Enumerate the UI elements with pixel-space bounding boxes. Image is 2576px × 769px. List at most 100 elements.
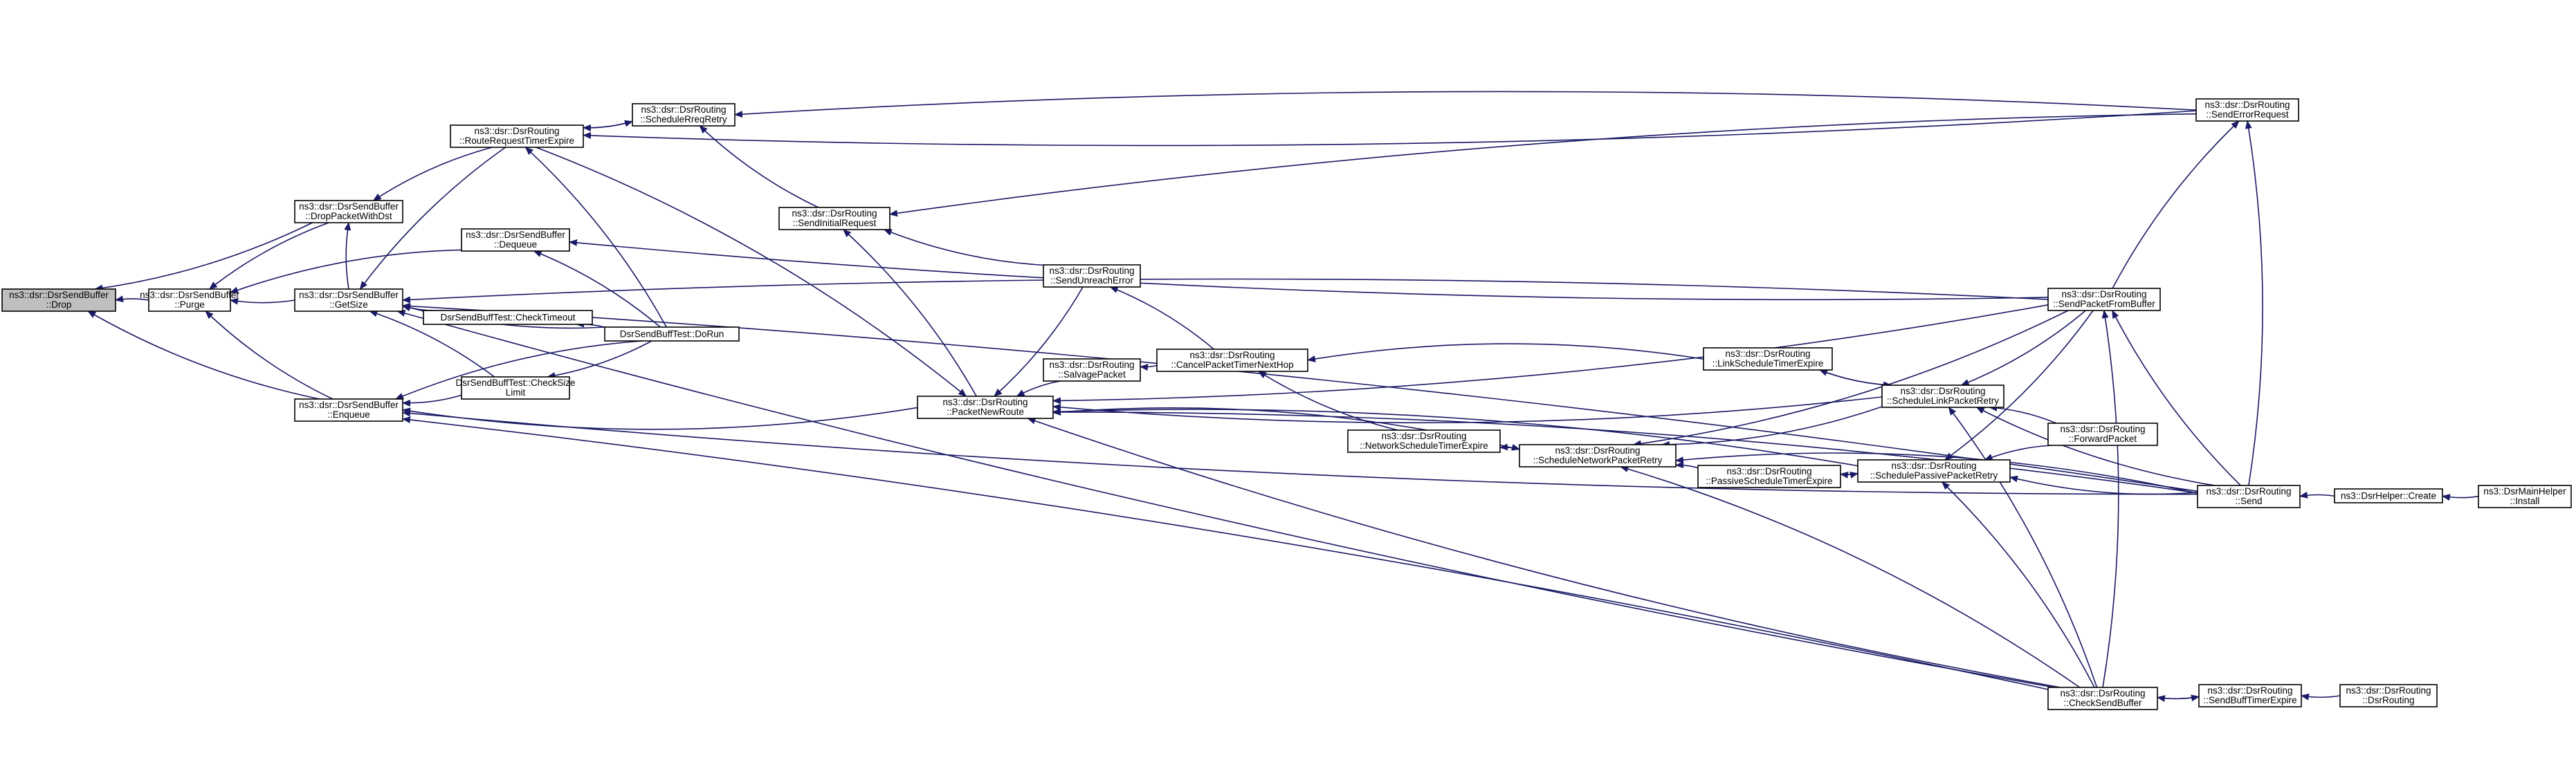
node-send-initial-request[interactable]: ns3::dsr::DsrRouting::SendInitialRequest (778, 207, 890, 230)
edge-check-send-buffer-to-get-size (396, 310, 2054, 688)
node-check-timeout[interactable]: DsrSendBuffTest::CheckTimeout (423, 310, 593, 325)
node-label: ::CheckSendBuffer (2063, 698, 2142, 708)
node-box (1043, 358, 1141, 382)
node-label: ::SchedulePassivePacketRetry (1870, 470, 1998, 481)
node-box (461, 376, 570, 400)
edge-enqueue-to-purge (205, 311, 334, 400)
node-label: ns3::dsr::DsrRouting (2346, 685, 2431, 696)
node-box (778, 207, 890, 230)
node-passive-schedule-timer-expire[interactable]: ns3::dsr::DsrRouting::PassiveScheduleTim… (1697, 465, 1841, 488)
node-label: ::ScheduleRreqRetry (640, 114, 727, 124)
node-label: DsrSendBuffTest::CheckSize (455, 378, 575, 388)
node-send-unreach-error[interactable]: ns3::dsr::DsrRouting::SendUnreachError (1043, 264, 1141, 288)
node-label: DsrSendBuffTest::CheckTimeout (440, 313, 575, 323)
edge-route-request-timer-expire-to-packet-new-route (536, 147, 967, 397)
edge-do-run-to-route-request-timer-expire (524, 147, 667, 328)
node-schedule-rreq-retry[interactable]: ns3::dsr::DsrRouting::ScheduleRreqRetry (632, 103, 736, 127)
node-box (1697, 465, 1841, 488)
node-forward-packet[interactable]: ns3::dsr::DsrRouting::ForwardPacket (2047, 423, 2158, 446)
edge-send-initial-request-to-schedule-rreq-retry (699, 125, 819, 208)
node-schedule-passive-packet-retry[interactable]: ns3::dsr::DsrRouting::SchedulePassivePac… (1857, 459, 2011, 483)
node-box (2047, 288, 2161, 311)
node-dequeue[interactable]: ns3::dsr::DsrSendBuffer::Dequeue (461, 228, 570, 252)
edge-check-size-limit-to-get-size (369, 310, 495, 378)
node-label: ns3::DsrMainHelper (2483, 486, 2566, 497)
edge-check-send-buffer-to-packet-new-route (1027, 417, 2061, 688)
node-label: ::Dequeue (494, 239, 537, 250)
node-label: ns3::DsrHelper::Create (2341, 491, 2436, 501)
node-get-size[interactable]: ns3::dsr::DsrSendBuffer::GetSize (294, 288, 403, 312)
node-schedule-link-packet-retry[interactable]: ns3::dsr::DsrRouting::ScheduleLinkPacket… (1881, 384, 2004, 408)
edge-check-send-buffer-to-schedule-passive-packet-retry (1942, 481, 2095, 688)
node-label: ns3::dsr::DsrRouting (1189, 350, 1275, 360)
node-network-schedule-timer-expire[interactable]: ns3::dsr::DsrRouting::NetworkScheduleTim… (1347, 429, 1501, 453)
edge-packet-new-route-to-enqueue (402, 407, 918, 430)
edge-dsr-helper-create-to-send (2299, 491, 2335, 499)
node-label: ::SendInitialRequest (793, 218, 877, 228)
node-dsr-main-helper-install[interactable]: ns3::DsrMainHelper::Install (2478, 485, 2572, 508)
edge-network-schedule-timer-expire-to-cancel-packet-timer-next-hop (1258, 371, 1398, 431)
edge-send-to-schedule-passive-packet-retry (2009, 475, 2198, 495)
edge-send-packet-from-buffer-to-get-size (402, 278, 2049, 304)
edge-enqueue-to-drop (87, 311, 320, 400)
edge-send-to-get-size (402, 302, 2198, 492)
node-send-error-request[interactable]: ns3::dsr::DsrRouting::SendErrorRequest (2195, 98, 2299, 122)
node-send-buff-timer-expire[interactable]: ns3::dsr::DsrRouting::SendBuffTimerExpir… (2198, 684, 2302, 707)
node-box (461, 228, 570, 252)
node-label: ns3::dsr::DsrRouting (1555, 445, 1640, 456)
edge-drop-packet-with-dst-to-purge (208, 222, 329, 290)
node-box (604, 326, 740, 342)
node-route-request-timer-expire[interactable]: ns3::dsr::DsrRouting::RouteRequestTimerE… (450, 124, 584, 148)
node-label: ::GetSize (329, 299, 368, 310)
edge-link-schedule-timer-expire-to-schedule-link-packet-retry (1819, 369, 1892, 389)
node-send-packet-from-buffer[interactable]: ns3::dsr::DsrRouting::SendPacketFromBuff… (2047, 288, 2161, 311)
node-label: ns3::dsr::DsrSendBuffer (9, 290, 109, 300)
node-cancel-packet-timer-next-hop[interactable]: ns3::dsr::DsrRouting::CancelPacketTimerN… (1156, 349, 1308, 372)
node-do-run[interactable]: DsrSendBuffTest::DoRun (604, 326, 740, 342)
node-link-schedule-timer-expire[interactable]: ns3::dsr::DsrRouting::LinkScheduleTimerE… (1703, 347, 1833, 371)
edge-send-packet-from-buffer-to-packet-new-route (1052, 304, 2049, 405)
node-box (2198, 684, 2302, 707)
edge-send-to-schedule-network-packet-retry (1675, 452, 2198, 494)
node-packet-new-route[interactable]: ns3::dsr::DsrRouting::PacketNewRoute (917, 396, 1054, 419)
node-label: ::NetworkScheduleTimerExpire (1360, 441, 1488, 451)
edge-send-packet-from-buffer-to-send-error-request (2112, 120, 2240, 289)
node-label: ::Drop (46, 299, 72, 310)
node-enqueue[interactable]: ns3::dsr::DsrSendBuffer::Enqueue (294, 398, 403, 422)
node-box (423, 310, 593, 325)
edge-link-schedule-timer-expire-to-cancel-packet-timer-next-hop (1307, 343, 1704, 362)
node-drop-packet-with-dst[interactable]: ns3::dsr::DsrSendBuffer::DropPacketWithD… (294, 200, 403, 223)
node-send[interactable]: ns3::dsr::DsrRouting::Send (2197, 485, 2301, 508)
node-box (2339, 684, 2438, 707)
edge-check-send-buffer-to-enqueue (402, 416, 2049, 690)
edge-send-packet-from-buffer-to-dequeue (569, 239, 2049, 301)
node-label: ns3::dsr::DsrSendBuffer (299, 201, 399, 212)
node-box (1156, 349, 1308, 372)
node-label: ::LinkScheduleTimerExpire (1712, 358, 1824, 369)
node-label: ns3::dsr::DsrRouting (474, 126, 559, 136)
node-box (294, 398, 403, 422)
node-purge[interactable]: ns3::dsr::DsrSendBuffer::Purge (140, 288, 239, 312)
node-label: ::SalvagePacket (1058, 369, 1126, 380)
node-dsr-helper-create[interactable]: ns3::DsrHelper::Create (2334, 488, 2443, 503)
edge-get-size-to-purge (230, 297, 295, 305)
node-schedule-network-packet-retry[interactable]: ns3::dsr::DsrRouting::ScheduleNetworkPac… (1519, 444, 1677, 467)
node-box (1347, 429, 1501, 453)
edge-do-run-to-enqueue (395, 340, 643, 400)
node-label: ::PacketNewRoute (947, 407, 1024, 417)
node-label: Limit (506, 387, 526, 398)
node-dsr-routing[interactable]: ns3::dsr::DsrRouting::DsrRouting (2339, 684, 2438, 707)
node-box (1857, 459, 2011, 483)
edge-send-to-packet-new-route (1052, 408, 2198, 494)
node-salvage-packet[interactable]: ns3::dsr::DsrRouting::SalvagePacket (1043, 358, 1141, 382)
edge-route-request-timer-expire-to-drop-packet-with-dst (372, 147, 493, 201)
node-label: ns3::dsr::DsrRouting (1726, 466, 1811, 476)
node-box (294, 200, 403, 223)
node-box (2197, 485, 2301, 508)
edge-schedule-link-packet-retry-to-schedule-network-packet-retry (1661, 406, 1883, 448)
node-label: ::RouteRequestTimerExpire (459, 136, 574, 146)
node-label: ns3::dsr::DsrRouting (641, 104, 726, 115)
node-check-send-buffer[interactable]: ns3::dsr::DsrRouting::CheckSendBuffer (2047, 687, 2158, 710)
node-box (1881, 384, 2004, 408)
